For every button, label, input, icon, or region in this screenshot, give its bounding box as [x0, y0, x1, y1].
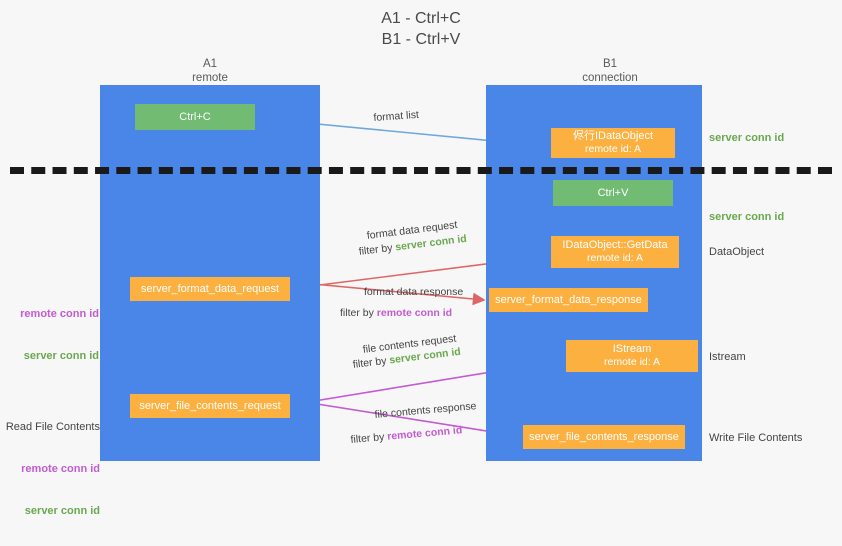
- box-idataobject[interactable]: 侭行IDataObject remote id: A: [551, 128, 675, 158]
- box-ctrl-v[interactable]: Ctrl+V: [553, 180, 673, 206]
- annotation-server-conn-id-mid: server conn id: [709, 211, 785, 223]
- box-getdata-title: IDataObject::GetData: [562, 239, 668, 251]
- annotation-remote-conn-id: remote conn id: [20, 308, 99, 320]
- annotation-read-file-contents: Read File Contents: [5, 421, 100, 433]
- annotation-server-conn-id: server conn id: [24, 505, 100, 517]
- annotation-dataobject: DataObject: [709, 246, 765, 258]
- machine-boundary-divider: [10, 167, 832, 174]
- box-server-format-data-request-label: server_format_data_request: [140, 282, 280, 295]
- edge-label-format-data-response: format data response: [364, 286, 464, 298]
- edge-label-file-contents-response-filter: filter by remote conn id: [350, 423, 463, 447]
- edge-label-file-contents-response: file contents response: [374, 400, 477, 421]
- box-server-format-data-response-label: server_format_data_response: [495, 293, 642, 306]
- filter-by-text: filter by: [340, 307, 377, 319]
- box-idataobject-title: 侭行IDataObject: [572, 130, 654, 142]
- diagram-canvas: A1 - Ctrl+C B1 - Ctrl+V A1 remote B1 con…: [6, 10, 832, 517]
- column-header-b1: B1 connection: [582, 58, 638, 84]
- box-server-file-contents-request-label: server_file_contents_request: [139, 399, 281, 412]
- annotation-remote-conn-id: remote conn id: [21, 463, 100, 475]
- edge-label-format-data-response-filter: filter by remote conn id: [340, 306, 452, 320]
- box-server-file-contents-request[interactable]: server_file_contents_request: [130, 394, 290, 418]
- annotation-write-file-contents: Write File Contents: [709, 432, 803, 444]
- box-istream[interactable]: IStream remote id: A: [566, 340, 698, 372]
- box-server-file-contents-response-label: server_file_contents_response: [529, 430, 679, 443]
- annotation-conn-ids-upper: remote conn id server conn id: [7, 279, 99, 391]
- filter-by-text: filter by: [352, 354, 391, 371]
- box-getdata-subtitle: remote id: A: [586, 252, 644, 264]
- box-ctrl-c-label: Ctrl+C: [179, 110, 211, 123]
- annotation-istream: Istream: [709, 351, 746, 363]
- box-istream-subtitle: remote id: A: [603, 356, 661, 368]
- box-idataobject-subtitle: remote id: A: [584, 143, 642, 155]
- column-header-a1: A1 remote: [192, 58, 228, 84]
- remote-conn-id-text: remote conn id: [376, 307, 453, 319]
- edge-label-format-list: format list: [373, 108, 420, 124]
- box-ctrl-c[interactable]: Ctrl+C: [135, 104, 255, 130]
- box-server-format-data-request[interactable]: server_format_data_request: [130, 277, 290, 301]
- filter-by-text: filter by: [350, 430, 388, 446]
- annotation-server-conn-id-top: server conn id: [709, 132, 785, 144]
- filter-by-text: filter by: [358, 241, 397, 258]
- box-istream-title: IStream: [612, 343, 652, 355]
- annotation-read-file-contents-group: Read File Contents remote conn id server…: [4, 392, 100, 546]
- remote-conn-id-text: remote conn id: [386, 424, 463, 443]
- box-idataobject-getdata[interactable]: IDataObject::GetData remote id: A: [551, 236, 679, 268]
- annotation-server-conn-id: server conn id: [23, 350, 99, 362]
- box-server-file-contents-response[interactable]: server_file_contents_response: [523, 425, 685, 449]
- box-ctrl-v-label: Ctrl+V: [597, 186, 629, 199]
- diagram-title: A1 - Ctrl+C B1 - Ctrl+V: [381, 10, 461, 48]
- box-server-format-data-response[interactable]: server_format_data_response: [489, 288, 648, 312]
